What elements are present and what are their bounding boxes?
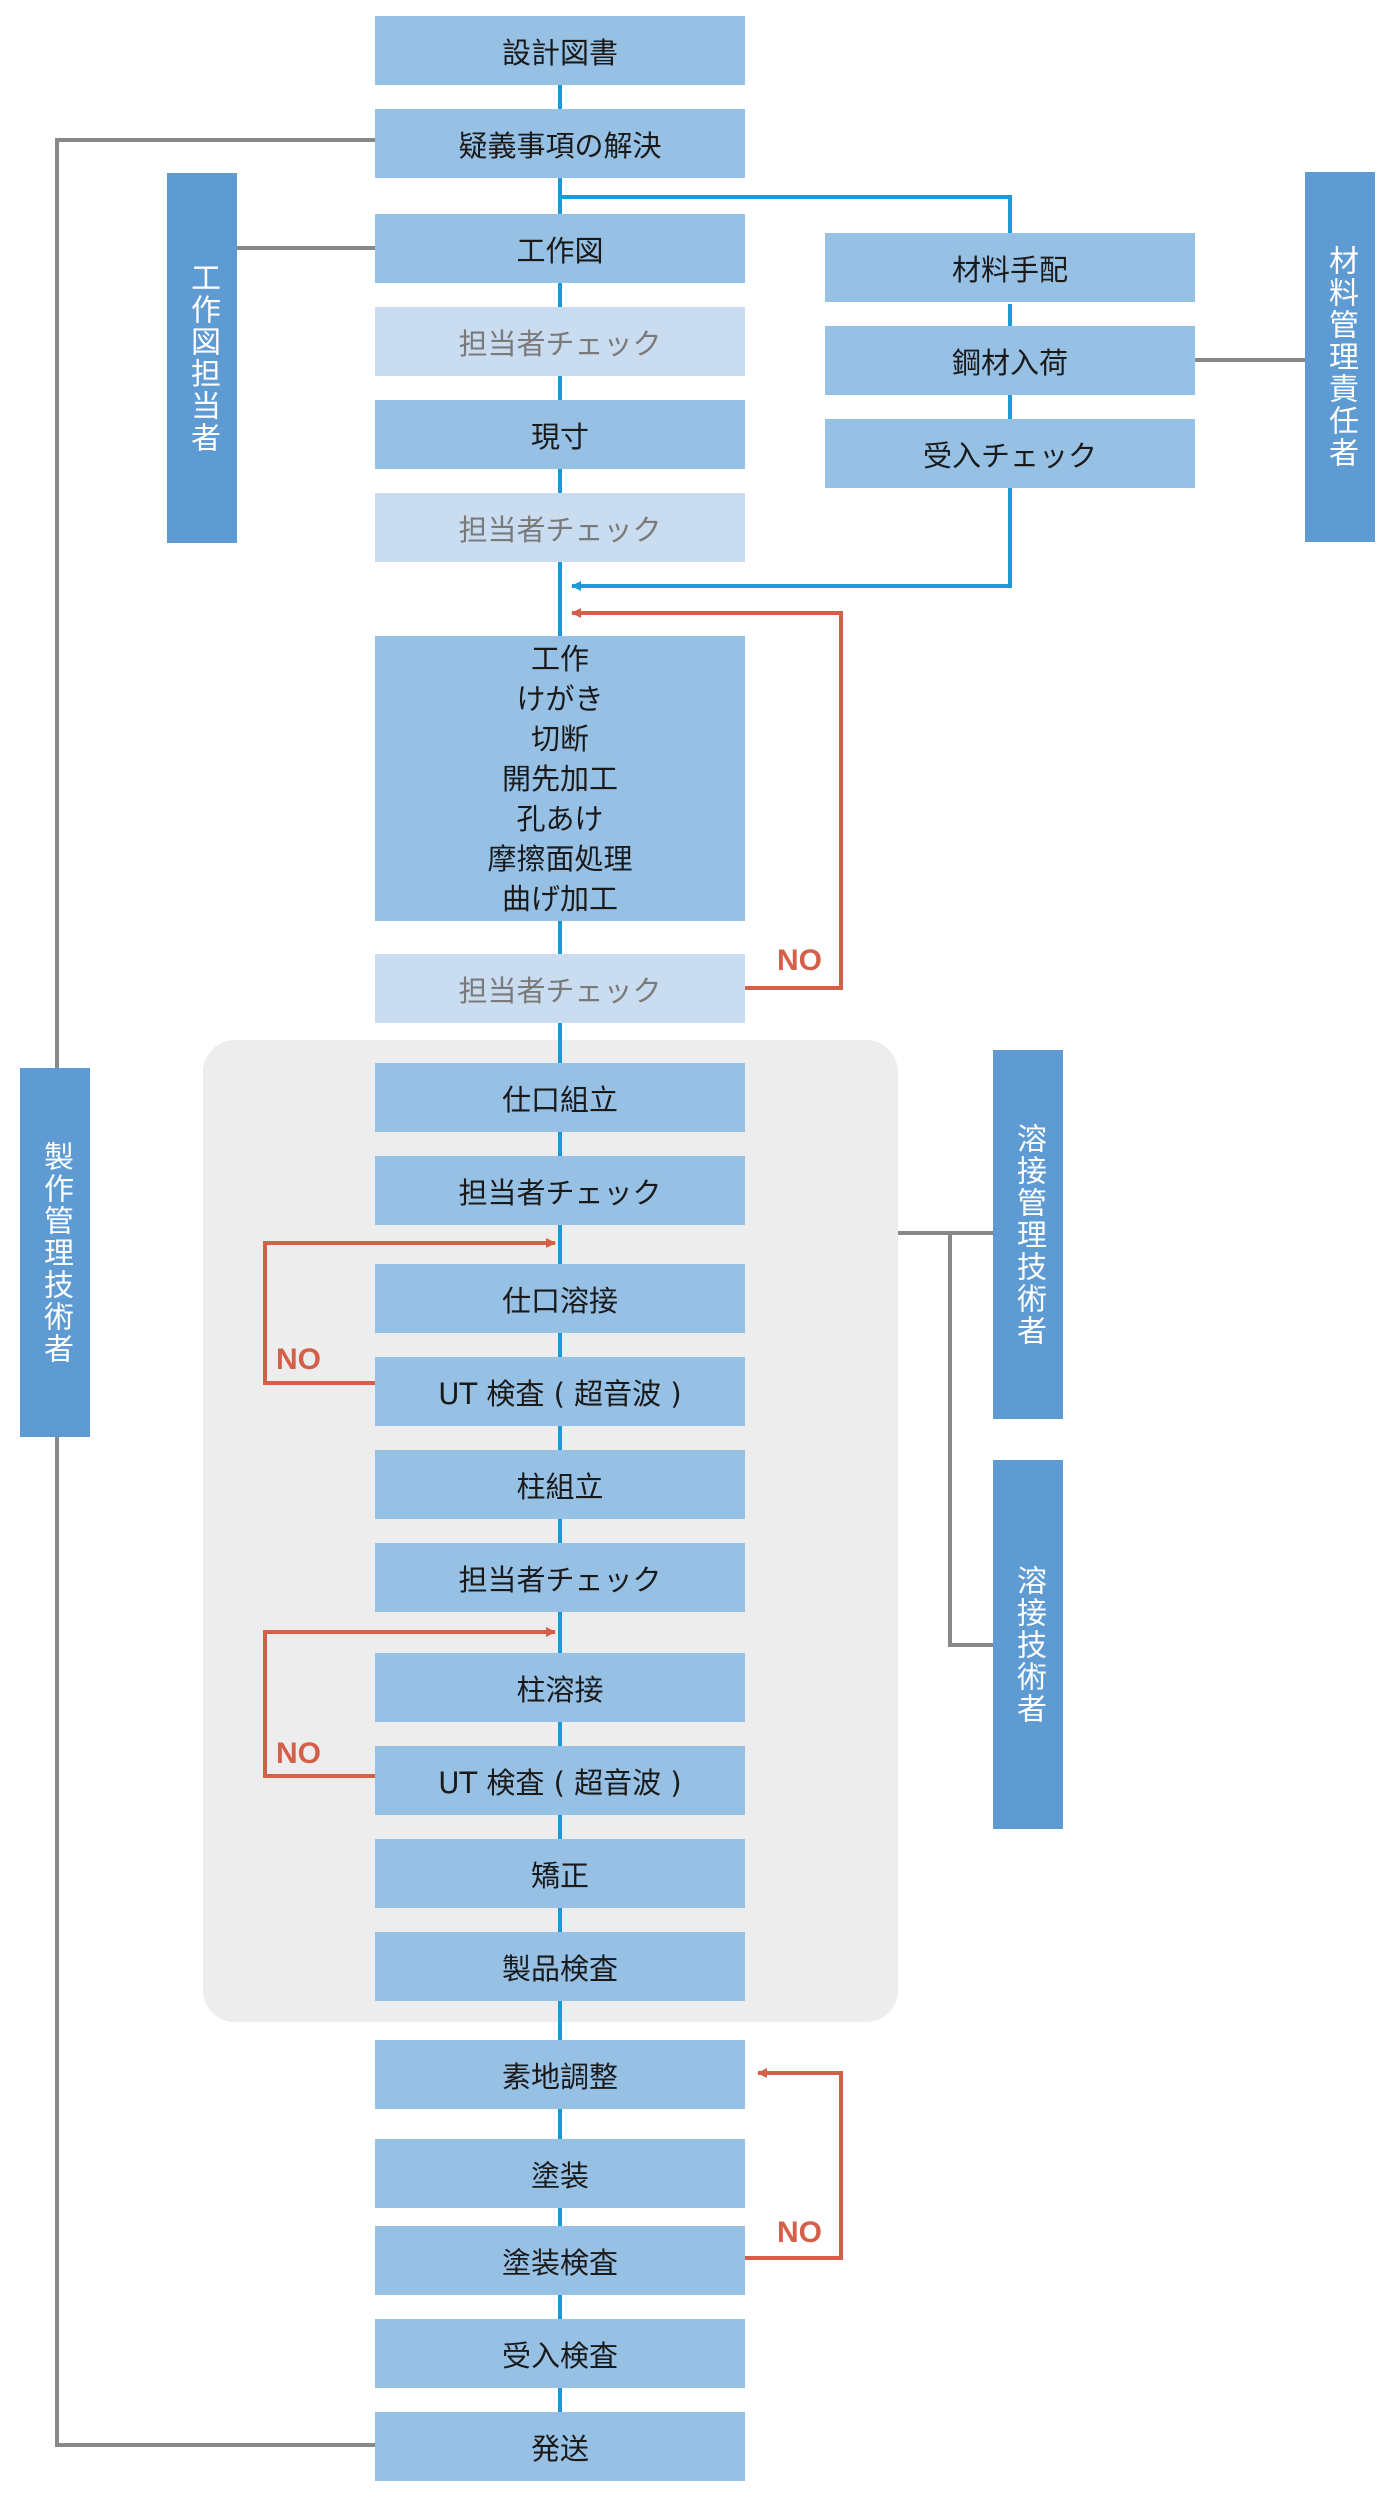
step-staff-check-4: 担当者チェック <box>375 1156 745 1225</box>
step-staff-check-1: 担当者チェック <box>375 307 745 376</box>
step-acceptance-inspection: 受入検査 <box>375 2319 745 2388</box>
no-label-ut-2: NO <box>276 1737 321 1770</box>
no-label-fabrication: NO <box>777 944 822 977</box>
step-staff-check-2: 担当者チェック <box>375 493 745 562</box>
step-shop-drawing: 工作図 <box>375 214 745 283</box>
role-shop-drawing-staff: 工作図担当者 <box>167 173 237 543</box>
fabrication-item: 工作 <box>530 641 589 676</box>
role-welding-manager: 溶接管理技術者 <box>993 1050 1063 1419</box>
loop-paint-no <box>745 2068 843 2260</box>
step-design-drawing: 設計図書 <box>375 16 745 85</box>
step-ut-inspection-1: UT 検査 ( 超音波 ) <box>375 1357 745 1426</box>
step-shipping: 発送 <box>375 2412 745 2481</box>
connector-production-manager-bottom <box>55 1437 375 2447</box>
connector-welding-engineer <box>948 1233 993 1647</box>
step-material-arrangement: 材料手配 <box>825 233 1195 302</box>
fabrication-item: 曲げ加工 <box>501 881 618 916</box>
fabrication-item: けがき <box>516 681 604 716</box>
role-welding-engineer: 溶接技術者 <box>993 1460 1063 1829</box>
step-painting: 塗装 <box>375 2139 745 2208</box>
role-production-manager: 製作管理技術者 <box>20 1068 90 1437</box>
step-joint-assembly: 仕口組立 <box>375 1063 745 1132</box>
step-paint-inspection: 塗装検査 <box>375 2226 745 2295</box>
fabrication-item: 切断 <box>530 721 589 756</box>
step-joint-welding: 仕口溶接 <box>375 1264 745 1333</box>
step-fabrication: 工作 けがき 切断 開先加工 孔あけ 摩擦面処理 曲げ加工 <box>375 636 745 921</box>
step-staff-check-3: 担当者チェック <box>375 954 745 1023</box>
step-column-welding: 柱溶接 <box>375 1653 745 1722</box>
material-branch-line <box>560 195 1012 235</box>
fabrication-item: 摩擦面処理 <box>487 841 633 876</box>
step-column-assembly: 柱組立 <box>375 1450 745 1519</box>
step-resolve-questions: 疑義事項の解決 <box>375 109 745 178</box>
no-label-ut-1: NO <box>276 1343 321 1376</box>
step-straightening: 矯正 <box>375 1839 745 1908</box>
connector-production-manager <box>55 138 375 1068</box>
step-full-scale: 現寸 <box>375 400 745 469</box>
step-staff-check-5: 担当者チェック <box>375 1543 745 1612</box>
fabrication-item: 開先加工 <box>501 761 618 796</box>
step-product-inspection: 製品検査 <box>375 1932 745 2001</box>
step-ut-inspection-2: UT 検査 ( 超音波 ) <box>375 1746 745 1815</box>
loop-ut1-no <box>263 1238 556 1385</box>
step-surface-prep: 素地調整 <box>375 2040 745 2109</box>
material-merge-arrow <box>571 488 1012 591</box>
loop-fabrication-no <box>571 608 843 990</box>
loop-ut2-no <box>263 1627 556 1778</box>
step-steel-arrival: 鋼材入荷 <box>825 326 1195 395</box>
fabrication-item: 孔あけ <box>516 801 604 836</box>
step-acceptance-check: 受入チェック <box>825 419 1195 488</box>
no-label-paint: NO <box>777 2216 822 2249</box>
role-material-manager: 材料管理責任者 <box>1305 172 1375 542</box>
